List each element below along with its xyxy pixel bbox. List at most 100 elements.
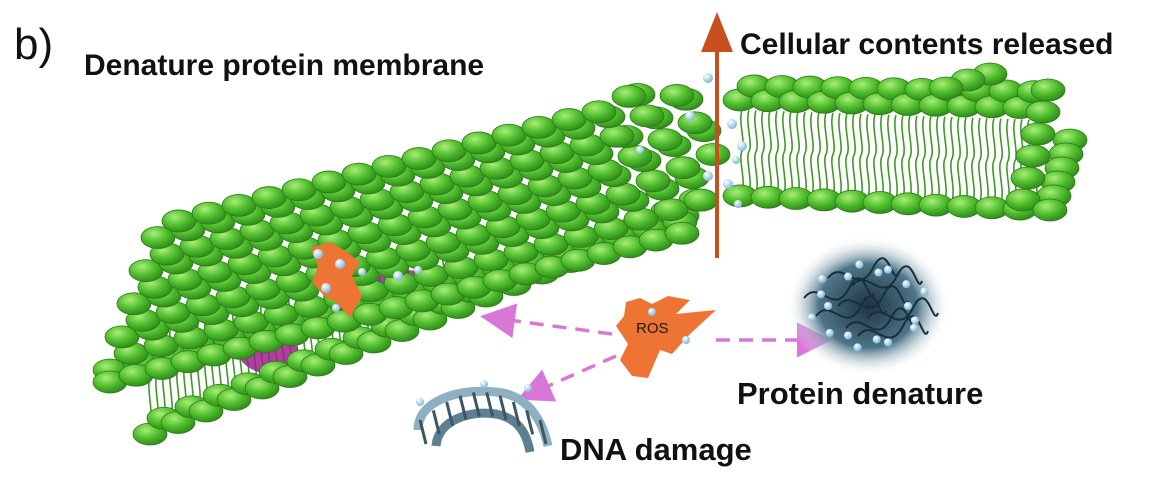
ros-effect-arrows	[480, 303, 832, 402]
lipid-tail	[880, 114, 884, 198]
lipid-tail	[908, 115, 912, 200]
lipid-tail	[1006, 118, 1010, 203]
lipid-tail	[782, 111, 786, 194]
lipid-head	[1020, 122, 1056, 146]
ros-droplet	[332, 304, 340, 312]
dna-base-pair	[458, 395, 468, 421]
label-protein-denature: Protein denature	[737, 376, 984, 411]
lipid-head	[647, 128, 683, 152]
lipid-head	[928, 76, 964, 100]
protein-cloud	[786, 236, 950, 376]
lipid-tail	[971, 117, 975, 202]
lipid-head	[116, 292, 152, 316]
dna-base-pair	[418, 419, 428, 445]
dna-base-pair	[511, 401, 521, 427]
ros-droplet	[321, 283, 331, 293]
lipid-tail	[810, 112, 814, 196]
lipid-head	[659, 84, 695, 107]
protein-strand	[845, 307, 917, 331]
lipid-head	[311, 170, 347, 194]
ros-droplet	[682, 336, 690, 344]
lipid-head	[611, 85, 647, 108]
dna-base-pair	[431, 410, 441, 435]
dna-base-pair	[445, 401, 455, 427]
lipid-head	[191, 201, 227, 225]
ros-droplet	[723, 179, 733, 189]
dna-base-pair	[485, 392, 495, 417]
lipid-head	[665, 156, 701, 180]
ros-droplet	[884, 338, 892, 347]
lipid-tail	[838, 113, 842, 197]
lipid-bilayer	[92, 62, 1088, 446]
ros-droplet	[872, 335, 881, 344]
lipid-head	[341, 162, 377, 186]
protein-strand	[837, 285, 909, 309]
lipid-head	[128, 259, 164, 283]
lipid-tail	[747, 109, 751, 193]
lipid-tail	[796, 111, 800, 195]
lipid-tail	[929, 116, 933, 200]
ros-droplet	[524, 384, 532, 392]
ros-droplet	[648, 308, 656, 316]
ros-particle-membrane	[310, 242, 362, 318]
lipid-tail	[936, 116, 940, 201]
ros-droplet	[335, 259, 345, 269]
ros-droplet	[313, 249, 323, 259]
lipid-head	[140, 226, 176, 249]
lipid-tail	[887, 114, 891, 199]
ros-droplet	[358, 268, 366, 276]
ros-droplet	[904, 302, 912, 310]
lipid-head	[653, 198, 689, 222]
lipid-head	[281, 178, 317, 202]
protein-strand	[867, 297, 939, 321]
ros-droplet	[807, 313, 816, 322]
dna-base-pair	[471, 392, 481, 417]
lipid-tail	[894, 114, 898, 199]
lipid-tail	[950, 116, 954, 201]
lipid-head	[1025, 100, 1061, 124]
lipid-head	[161, 209, 197, 233]
ros-droplet	[844, 331, 852, 340]
lipid-tail	[915, 115, 919, 200]
lipid-head	[599, 124, 635, 148]
dna-base-pair	[538, 419, 548, 445]
dna-base-pair	[525, 410, 535, 435]
lipid-head	[551, 108, 587, 131]
lipid-head	[491, 123, 527, 147]
protein-strand	[815, 295, 887, 319]
ros-central	[616, 296, 716, 378]
lipid-tail	[817, 112, 821, 196]
ros-droplet	[818, 275, 827, 284]
lipid-tail	[943, 116, 947, 201]
ros-droplet	[910, 316, 919, 325]
lipid-head	[251, 186, 287, 209]
lipid-tail	[901, 115, 905, 199]
lipid-head	[617, 144, 653, 168]
ros-droplet	[393, 271, 403, 281]
lipid-tail	[873, 114, 877, 198]
lipid-head	[431, 139, 467, 163]
ros-droplet	[416, 398, 424, 406]
lipid-head	[1015, 144, 1051, 168]
ros-droplet	[909, 323, 918, 332]
ros-droplet	[480, 380, 488, 388]
lipid-head	[371, 154, 407, 178]
label-ros: ROS	[636, 320, 669, 337]
ros-droplet	[884, 265, 892, 274]
ros-droplet	[825, 328, 834, 337]
protein-strand	[827, 257, 899, 281]
lipid-head	[1005, 188, 1041, 212]
lipid-tail	[831, 112, 835, 196]
lipid-tail	[978, 117, 982, 202]
ros-droplet	[817, 290, 826, 299]
panel-letter: b)	[14, 20, 54, 69]
lipid-head	[521, 115, 557, 139]
ros-droplet	[703, 73, 713, 83]
lipid-head	[221, 193, 257, 217]
lipid-head	[401, 147, 437, 170]
protein-strand	[857, 315, 929, 339]
lipid-tail	[866, 113, 870, 198]
ros-droplet	[844, 272, 852, 281]
lipid-tail	[754, 110, 758, 193]
lipid-head	[629, 104, 665, 128]
